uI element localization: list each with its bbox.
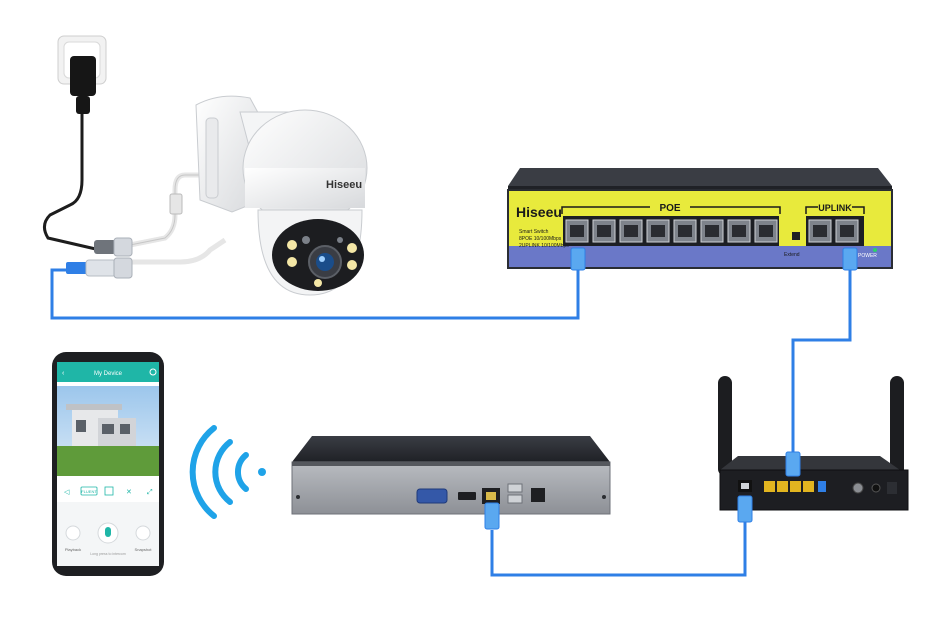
nvr-recorder bbox=[291, 436, 611, 530]
video-toolbar: ◁ FLUENT ✕ ⤢ bbox=[64, 486, 153, 496]
microphone-icon bbox=[105, 527, 111, 537]
camera-connectors bbox=[66, 193, 183, 279]
router-antenna-left bbox=[718, 376, 732, 476]
vga-port bbox=[416, 488, 448, 504]
power-adapter bbox=[57, 35, 107, 114]
playback-button[interactable] bbox=[65, 525, 81, 541]
switch-desc-2: 8POE 10/100Mbps bbox=[519, 236, 562, 242]
switch-brand: Hiseeu bbox=[516, 204, 562, 220]
settings-icon[interactable] bbox=[149, 368, 157, 376]
crop-icon[interactable]: ✕ bbox=[126, 489, 132, 496]
app-header bbox=[57, 362, 159, 382]
uplink-label: UPLINK bbox=[818, 203, 852, 213]
camera-brand: Hiseeu bbox=[326, 179, 362, 191]
power-led bbox=[873, 248, 877, 252]
usb-port-2 bbox=[507, 494, 523, 504]
uplink-port-socket bbox=[813, 225, 827, 237]
wifi-icon bbox=[189, 425, 266, 519]
playback-label: Playback bbox=[65, 547, 81, 552]
power-label: POWER bbox=[858, 253, 877, 259]
switch-desc-3: 2UPLINK 10/100Mbps bbox=[519, 243, 569, 249]
extend-switch[interactable] bbox=[792, 232, 800, 240]
smartphone: My Device ‹ ◁ FLUENT ✕ ⤢ Playback bbox=[52, 352, 164, 576]
quality-button[interactable] bbox=[80, 486, 98, 496]
switch-desc-1: Smart Switch bbox=[519, 229, 549, 235]
power-cable bbox=[43, 112, 101, 252]
uplink-port-socket bbox=[840, 225, 854, 237]
poe-port-socket bbox=[678, 225, 692, 237]
poe-port-socket bbox=[732, 225, 746, 237]
poe-port-socket bbox=[759, 225, 773, 237]
snapshot-label: Snapshot bbox=[135, 547, 153, 552]
volume-icon[interactable]: ◁ bbox=[64, 489, 70, 496]
cable-switch-to-router bbox=[791, 268, 852, 470]
router-lan-ports bbox=[764, 481, 814, 492]
poe-label: POE bbox=[659, 203, 680, 214]
extend-label: Extend bbox=[784, 252, 800, 258]
hdmi-port bbox=[458, 492, 476, 500]
live-video-view[interactable] bbox=[57, 386, 159, 476]
poe-port-socket bbox=[570, 225, 584, 237]
quality-label: FLUENT bbox=[81, 489, 97, 494]
cables bbox=[43, 112, 852, 577]
talk-label: Long press to intercom bbox=[90, 552, 126, 556]
router-antenna-right bbox=[890, 376, 904, 476]
cable-router-to-nvr bbox=[490, 505, 747, 577]
poe-port-socket bbox=[705, 225, 719, 237]
router bbox=[718, 376, 909, 523]
poe-port-socket bbox=[597, 225, 611, 237]
split-icon[interactable] bbox=[104, 486, 114, 496]
poe-ports bbox=[563, 216, 779, 246]
fullscreen-icon[interactable]: ⤢ bbox=[147, 489, 153, 496]
ptz-camera: Hiseeu bbox=[195, 95, 368, 296]
poe-switch: Hiseeu Smart Switch 8POE 10/100Mbps 2UPL… bbox=[507, 168, 893, 271]
poe-port-socket bbox=[651, 225, 665, 237]
cable-camera-to-switch bbox=[50, 268, 580, 320]
usb-port-1 bbox=[507, 483, 523, 493]
uplink-ports bbox=[806, 216, 864, 246]
snapshot-button[interactable] bbox=[135, 525, 151, 541]
app-title: My Device bbox=[94, 371, 123, 377]
back-icon[interactable]: ‹ bbox=[62, 370, 65, 377]
poe-port-socket bbox=[624, 225, 638, 237]
dc-power-port bbox=[531, 488, 545, 502]
